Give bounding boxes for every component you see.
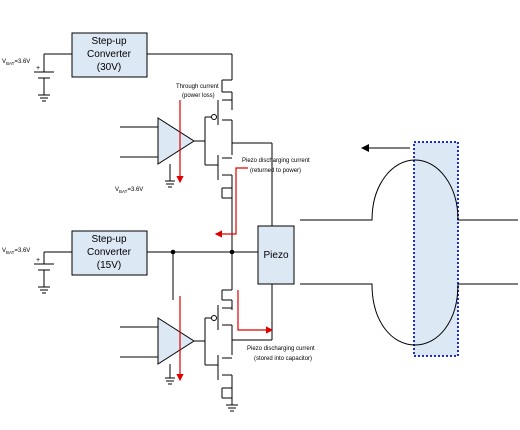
- converter-bottom-line1: Step-up: [91, 234, 126, 245]
- power-loss-label: (power loss): [182, 93, 215, 99]
- through-current-label: Through current: [176, 84, 219, 90]
- stored-capacitor-label: (stored into capacitor): [254, 356, 312, 362]
- piezo-actuator: [300, 141, 518, 357]
- battery-bottom: VBAT=3.6V +: [2, 248, 54, 294]
- amplifier-bottom: [120, 317, 218, 385]
- vbat-label-top: VBAT=3.6V: [2, 59, 30, 66]
- piezo-discharge-label-bottom: Piezo discharging current: [247, 346, 315, 352]
- converter-top-voltage: (30V): [97, 62, 121, 73]
- converter-bottom-voltage: (15V): [97, 260, 121, 271]
- discharge-stored-arrow: [237, 290, 274, 334]
- discharge-return-arrow: [214, 167, 248, 238]
- vbat-label-bottom: VBAT=3.6V: [2, 248, 30, 255]
- actuator-diaphragm: [413, 141, 459, 357]
- converter-top-line1: Step-up: [91, 36, 126, 47]
- piezo-discharge-label-top: Piezo discharging current: [242, 158, 310, 164]
- amplifier-top: [120, 116, 218, 188]
- battery-plus-top: +: [36, 65, 40, 72]
- transistor-top-high: [211, 79, 233, 143]
- battery-top: VBAT=3.6V +: [2, 54, 54, 102]
- returned-to-power-label: (returned to power): [250, 168, 301, 174]
- transistor-top-low: [217, 143, 233, 252]
- vbat-label-mid: VBAT=3.6V: [115, 187, 143, 194]
- piezo-label: Piezo: [263, 250, 288, 261]
- converter-bottom-line2: Converter: [87, 247, 132, 258]
- transistor-bottom-high: [211, 252, 233, 350]
- piezo-element: [257, 225, 295, 285]
- step-up-converter-30v: [71, 32, 148, 78]
- converter-top-line2: Converter: [87, 49, 132, 60]
- transistor-bottom-low: [217, 350, 238, 412]
- step-up-converter-15v: [71, 230, 148, 276]
- battery-plus-bottom: +: [36, 257, 40, 264]
